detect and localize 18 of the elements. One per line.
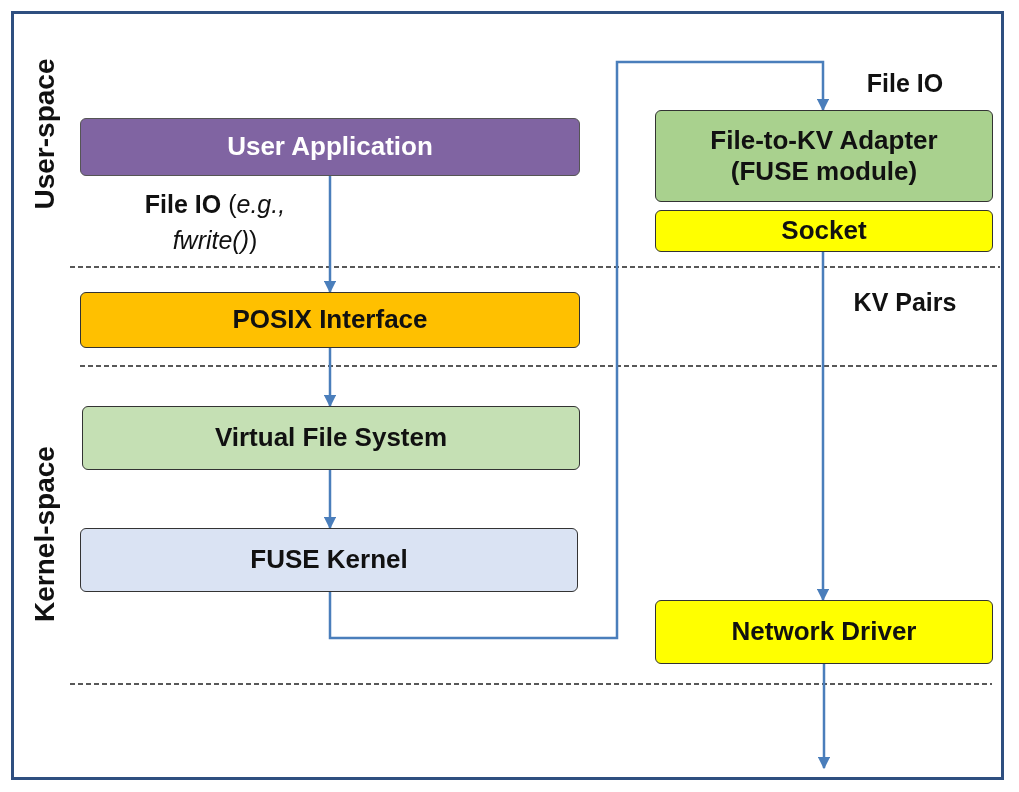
edge-label: File IO (e.g., fwrite()) (143, 189, 287, 257)
edge-label: File IO (865, 68, 945, 99)
process-box: POSIX Interface (80, 292, 580, 348)
process-box: Socket (655, 210, 993, 252)
process-box: Virtual File System (82, 406, 580, 470)
arrow (817, 664, 831, 770)
arrow (323, 348, 337, 408)
arrow (323, 470, 337, 530)
arrow (816, 252, 830, 602)
process-box: FUSE Kernel (80, 528, 578, 592)
process-box: Network Driver (655, 600, 993, 664)
layer-label: Kernel-space (29, 445, 61, 624)
layer-label: User-space (29, 57, 61, 212)
arrow (323, 176, 337, 294)
process-box: User Application (80, 118, 580, 176)
process-box: File-to-KV Adapter (FUSE module) (655, 110, 993, 202)
edge-label: KV Pairs (852, 287, 958, 318)
arrow (328, 60, 830, 640)
